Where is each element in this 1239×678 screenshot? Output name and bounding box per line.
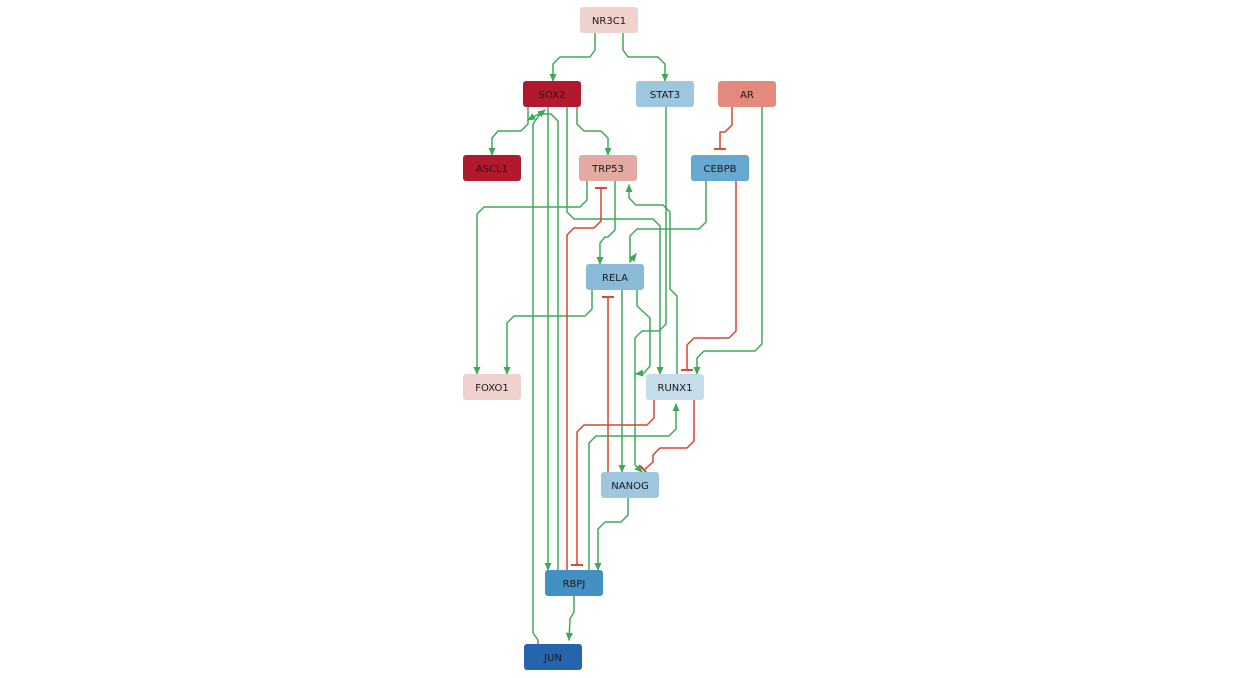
- edge-cebpb-runx1-inhibition: [681, 180, 737, 371]
- node-label: TRP53: [591, 164, 624, 175]
- node-label: CEBPB: [703, 164, 736, 175]
- edge-rbpj-jun-activation: [565, 595, 575, 641]
- node-nr3c1[interactable]: NR3C1: [580, 7, 638, 33]
- node-sox2[interactable]: SOX2: [523, 81, 581, 107]
- node-label: RUNX1: [658, 383, 693, 394]
- node-box: [545, 570, 603, 596]
- edge-nanog-rbpj-activation: [594, 497, 629, 571]
- edge-nr3c1-sox2-activation: [549, 32, 596, 82]
- edge-sox2-runx1-activation: [566, 106, 664, 375]
- edge-ar-runx1-activation: [693, 106, 763, 375]
- edge-sox2-ascl1-activation: [488, 106, 529, 156]
- edge-ar-cebpb-inhibition: [714, 106, 733, 150]
- edge-trp53-rela-activation: [596, 180, 616, 265]
- node-runx1[interactable]: RUNX1: [646, 374, 704, 400]
- edge-runx1-nanog-inhibition: [639, 399, 695, 476]
- node-label: RELA: [602, 273, 628, 284]
- node-ar[interactable]: AR: [718, 81, 776, 107]
- node-box: [601, 472, 659, 498]
- node-label: FOXO1: [475, 383, 508, 394]
- node-box: [524, 644, 582, 670]
- edges-layer: [473, 32, 763, 645]
- node-box: [646, 374, 704, 400]
- node-stat3[interactable]: STAT3: [636, 81, 694, 107]
- node-label: AR: [740, 90, 754, 101]
- node-box: [579, 155, 637, 181]
- node-rbpj[interactable]: RBPJ: [545, 570, 603, 596]
- node-box: [463, 374, 521, 400]
- node-box: [523, 81, 581, 107]
- node-box: [580, 7, 638, 33]
- edge-rbpj-trp53-inhibition: [566, 187, 607, 571]
- edge-nr3c1-stat3-activation: [622, 32, 669, 82]
- node-box: [636, 81, 694, 107]
- node-label: SOX2: [539, 90, 566, 101]
- node-label: NANOG: [611, 481, 648, 492]
- edge-rela-foxo1-activation: [503, 289, 593, 375]
- edge-stat3-nanog-activation: [634, 106, 667, 473]
- node-rela[interactable]: RELA: [586, 264, 644, 290]
- node-foxo1[interactable]: FOXO1: [463, 374, 521, 400]
- node-label: JUN: [543, 653, 562, 664]
- node-label: RBPJ: [563, 579, 586, 590]
- node-label: STAT3: [650, 90, 680, 101]
- node-trp53[interactable]: TRP53: [579, 155, 637, 181]
- edge-rela-runx1-activation: [635, 289, 651, 377]
- node-box: [691, 155, 749, 181]
- edge-runx1-trp53-activation: [625, 184, 678, 375]
- node-box: [718, 81, 776, 107]
- node-box: [463, 155, 521, 181]
- edge-jun-sox2-activation: [532, 109, 546, 645]
- edge-cebpb-rela-activation: [628, 180, 707, 263]
- edge-runx1-rbpj-inhibition: [571, 399, 655, 566]
- node-ascl1[interactable]: ASCL1: [463, 155, 521, 181]
- node-jun[interactable]: JUN: [524, 644, 582, 670]
- edge-sox2-trp53-activation: [576, 106, 612, 156]
- node-label: ASCL1: [476, 164, 508, 175]
- edge-rbpj-runx1-activation: [588, 403, 680, 571]
- node-label: NR3C1: [592, 16, 626, 27]
- node-nanog[interactable]: NANOG: [601, 472, 659, 498]
- node-box: [586, 264, 644, 290]
- edge-trp53-foxo1-activation: [473, 180, 588, 375]
- node-cebpb[interactable]: CEBPB: [691, 155, 749, 181]
